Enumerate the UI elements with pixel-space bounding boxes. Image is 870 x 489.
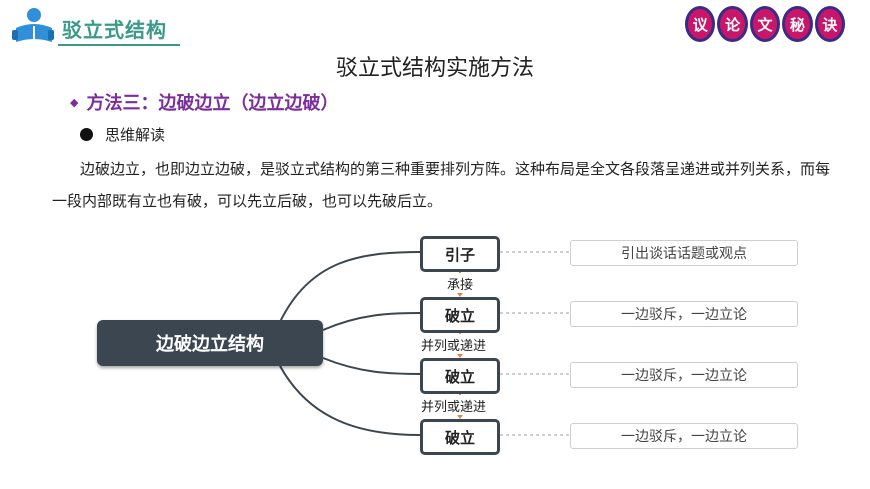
desc-box-2: 一边驳斥，一边立论 bbox=[570, 301, 798, 327]
connector-label-3: 并列或递进 bbox=[420, 396, 488, 415]
branch-line-1 bbox=[279, 251, 421, 323]
badge-5: 诀 bbox=[814, 6, 846, 42]
desc-box-3: 一边驳斥，一边立论 bbox=[570, 362, 798, 388]
desc-box-4: 一边驳斥，一边立论 bbox=[570, 423, 798, 449]
branch-line-3 bbox=[322, 357, 421, 375]
explanation-paragraph: 边破边立，也即边立边破，是驳立式结构的第三种重要排列方阵。这种布局是全文各段落呈… bbox=[52, 160, 831, 210]
connector-label-1: 承接 bbox=[446, 274, 475, 293]
desc-box-1: 引出谈话话题或观点 bbox=[570, 240, 798, 266]
logo-title: 驳立式结构 bbox=[62, 18, 167, 42]
step-node-1: 引子 bbox=[420, 236, 500, 272]
badge-1: 议 bbox=[685, 6, 716, 42]
sub-title: 思维解读 bbox=[80, 124, 165, 145]
connector-label-2: 并列或递进 bbox=[420, 335, 488, 354]
branch-line-2 bbox=[322, 312, 421, 331]
page-title: 驳立式结构实施方法 bbox=[335, 56, 534, 81]
branch-line-4 bbox=[279, 365, 421, 436]
root-node: 边破边立结构 bbox=[97, 320, 323, 366]
badge-3: 文 bbox=[749, 6, 781, 42]
bullet-dot-icon bbox=[80, 128, 93, 141]
method-title-text: 方法三：边破边立（边立边破） bbox=[86, 93, 339, 114]
logo-underline bbox=[58, 44, 180, 46]
badge-2: 论 bbox=[717, 6, 748, 42]
step-node-2: 破立 bbox=[420, 297, 500, 333]
step-node-3: 破立 bbox=[420, 358, 500, 394]
reader-logo-icon bbox=[12, 8, 54, 42]
diamond-bullet-icon: ◆ bbox=[70, 95, 79, 109]
step-node-4: 破立 bbox=[420, 419, 500, 455]
badge-row: 议 论 文 秘 诀 bbox=[685, 6, 846, 44]
method-title: ◆ 方法三：边破边立（边立边破） bbox=[70, 89, 338, 115]
badge-4: 秘 bbox=[782, 6, 813, 42]
sub-title-text: 思维解读 bbox=[105, 126, 166, 144]
